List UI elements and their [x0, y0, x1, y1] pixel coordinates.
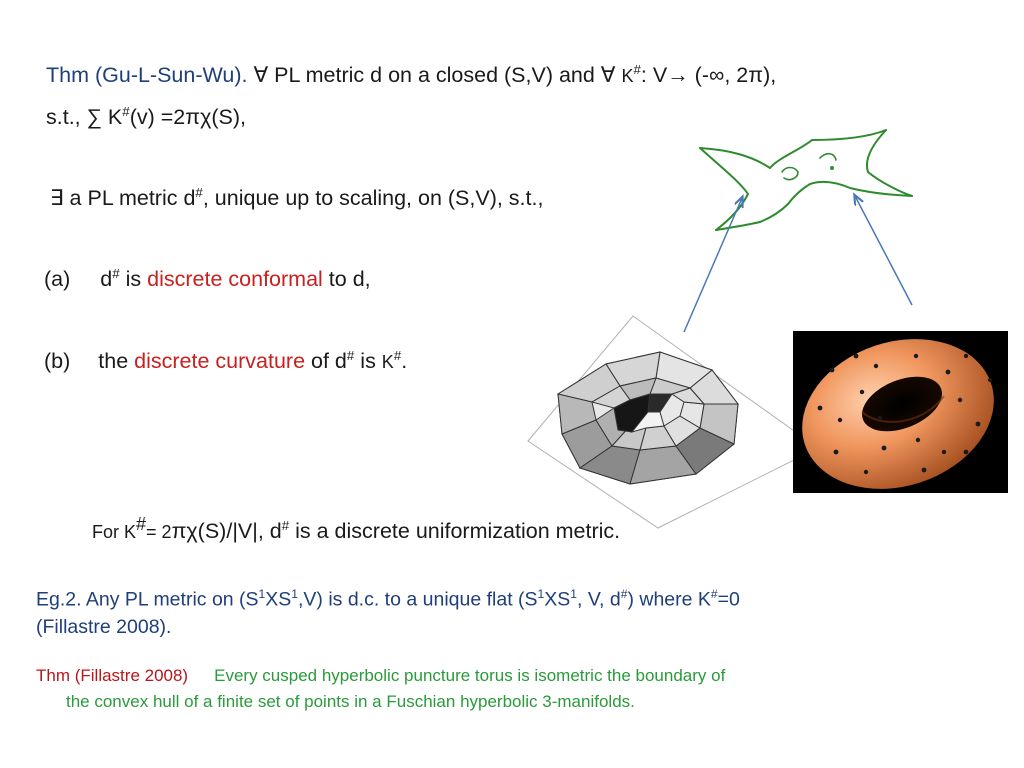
kappa-symbol: K — [381, 352, 394, 373]
condition-b-label: (b) — [44, 349, 71, 374]
gauss-bonnet-post: (v) =2πχ(S), — [129, 105, 246, 130]
sharp-sup: # — [710, 587, 718, 601]
condition-a-label: (a) — [44, 267, 71, 292]
sharp-sup: # — [112, 266, 120, 281]
gauss-bonnet-pre: s.t., ∑ K — [46, 105, 123, 130]
sharp-sup: # — [633, 62, 641, 77]
sharp-sup: # — [393, 348, 402, 363]
theorem-hypothesis: ∀ PL metric d on a closed (S,V) and ∀ — [253, 63, 622, 88]
polyhedral-torus-figure — [527, 315, 819, 529]
uniformization-remark: For K#= 2πχ(S)/|V|, d# is a discrete uni… — [92, 514, 621, 544]
theorem-statement-line2: s.t., ∑ K#(v) =2πχ(S), — [46, 104, 246, 130]
discrete-curvature-term: discrete curvature — [134, 349, 306, 374]
fillastre-theorem-title: Thm (Fillastre 2008) — [36, 666, 189, 685]
sharp-sup: # — [195, 185, 203, 200]
existence-statement: ∃ a PL metric d#, unique up to scaling, … — [50, 185, 543, 211]
theorem-domain: : V→ (-∞, 2π), — [640, 63, 777, 88]
hyperbolic-surface-sketch — [699, 129, 913, 231]
example-2-line1: Eg.2. Any PL metric on (S1XS1,V) is d.c.… — [36, 587, 740, 611]
fillastre-theorem-line2: the convex hull of a finite set of point… — [66, 692, 635, 711]
theorem-statement-line1: Thm (Gu-L-Sun-Wu). ∀ PL metric d on a cl… — [46, 62, 776, 88]
sharp-sup: # — [620, 587, 628, 601]
sharp-sup: # — [346, 348, 355, 363]
condition-b: (b)the discrete curvature of d# is K#. — [44, 348, 408, 374]
sharp-sup: # — [136, 514, 147, 534]
example-2-line2: (Fillastre 2008). — [36, 616, 172, 638]
arrow-from-torus — [855, 196, 913, 306]
fillastre-theorem-text1: Every cusped hyperbolic puncture torus i… — [214, 666, 726, 685]
condition-a: (a)d# is discrete conformal to d, — [44, 266, 371, 292]
kappa-symbol: K — [621, 66, 634, 87]
existence-pre: ∃ a PL metric d — [50, 186, 196, 211]
theorem-title: Thm (Gu-L-Sun-Wu). — [46, 63, 254, 88]
smooth-torus-figure — [793, 331, 1008, 493]
sharp-sup: # — [281, 518, 290, 533]
sharp-sup: # — [122, 104, 130, 119]
existence-post: , unique up to scaling, on (S,V), s.t., — [202, 186, 544, 211]
arrow-from-polyhedron — [683, 198, 742, 333]
discrete-conformal-term: discrete conformal — [147, 267, 323, 292]
fillastre-theorem-line1: Thm (Fillastre 2008) Every cusped hyperbo… — [36, 666, 725, 686]
